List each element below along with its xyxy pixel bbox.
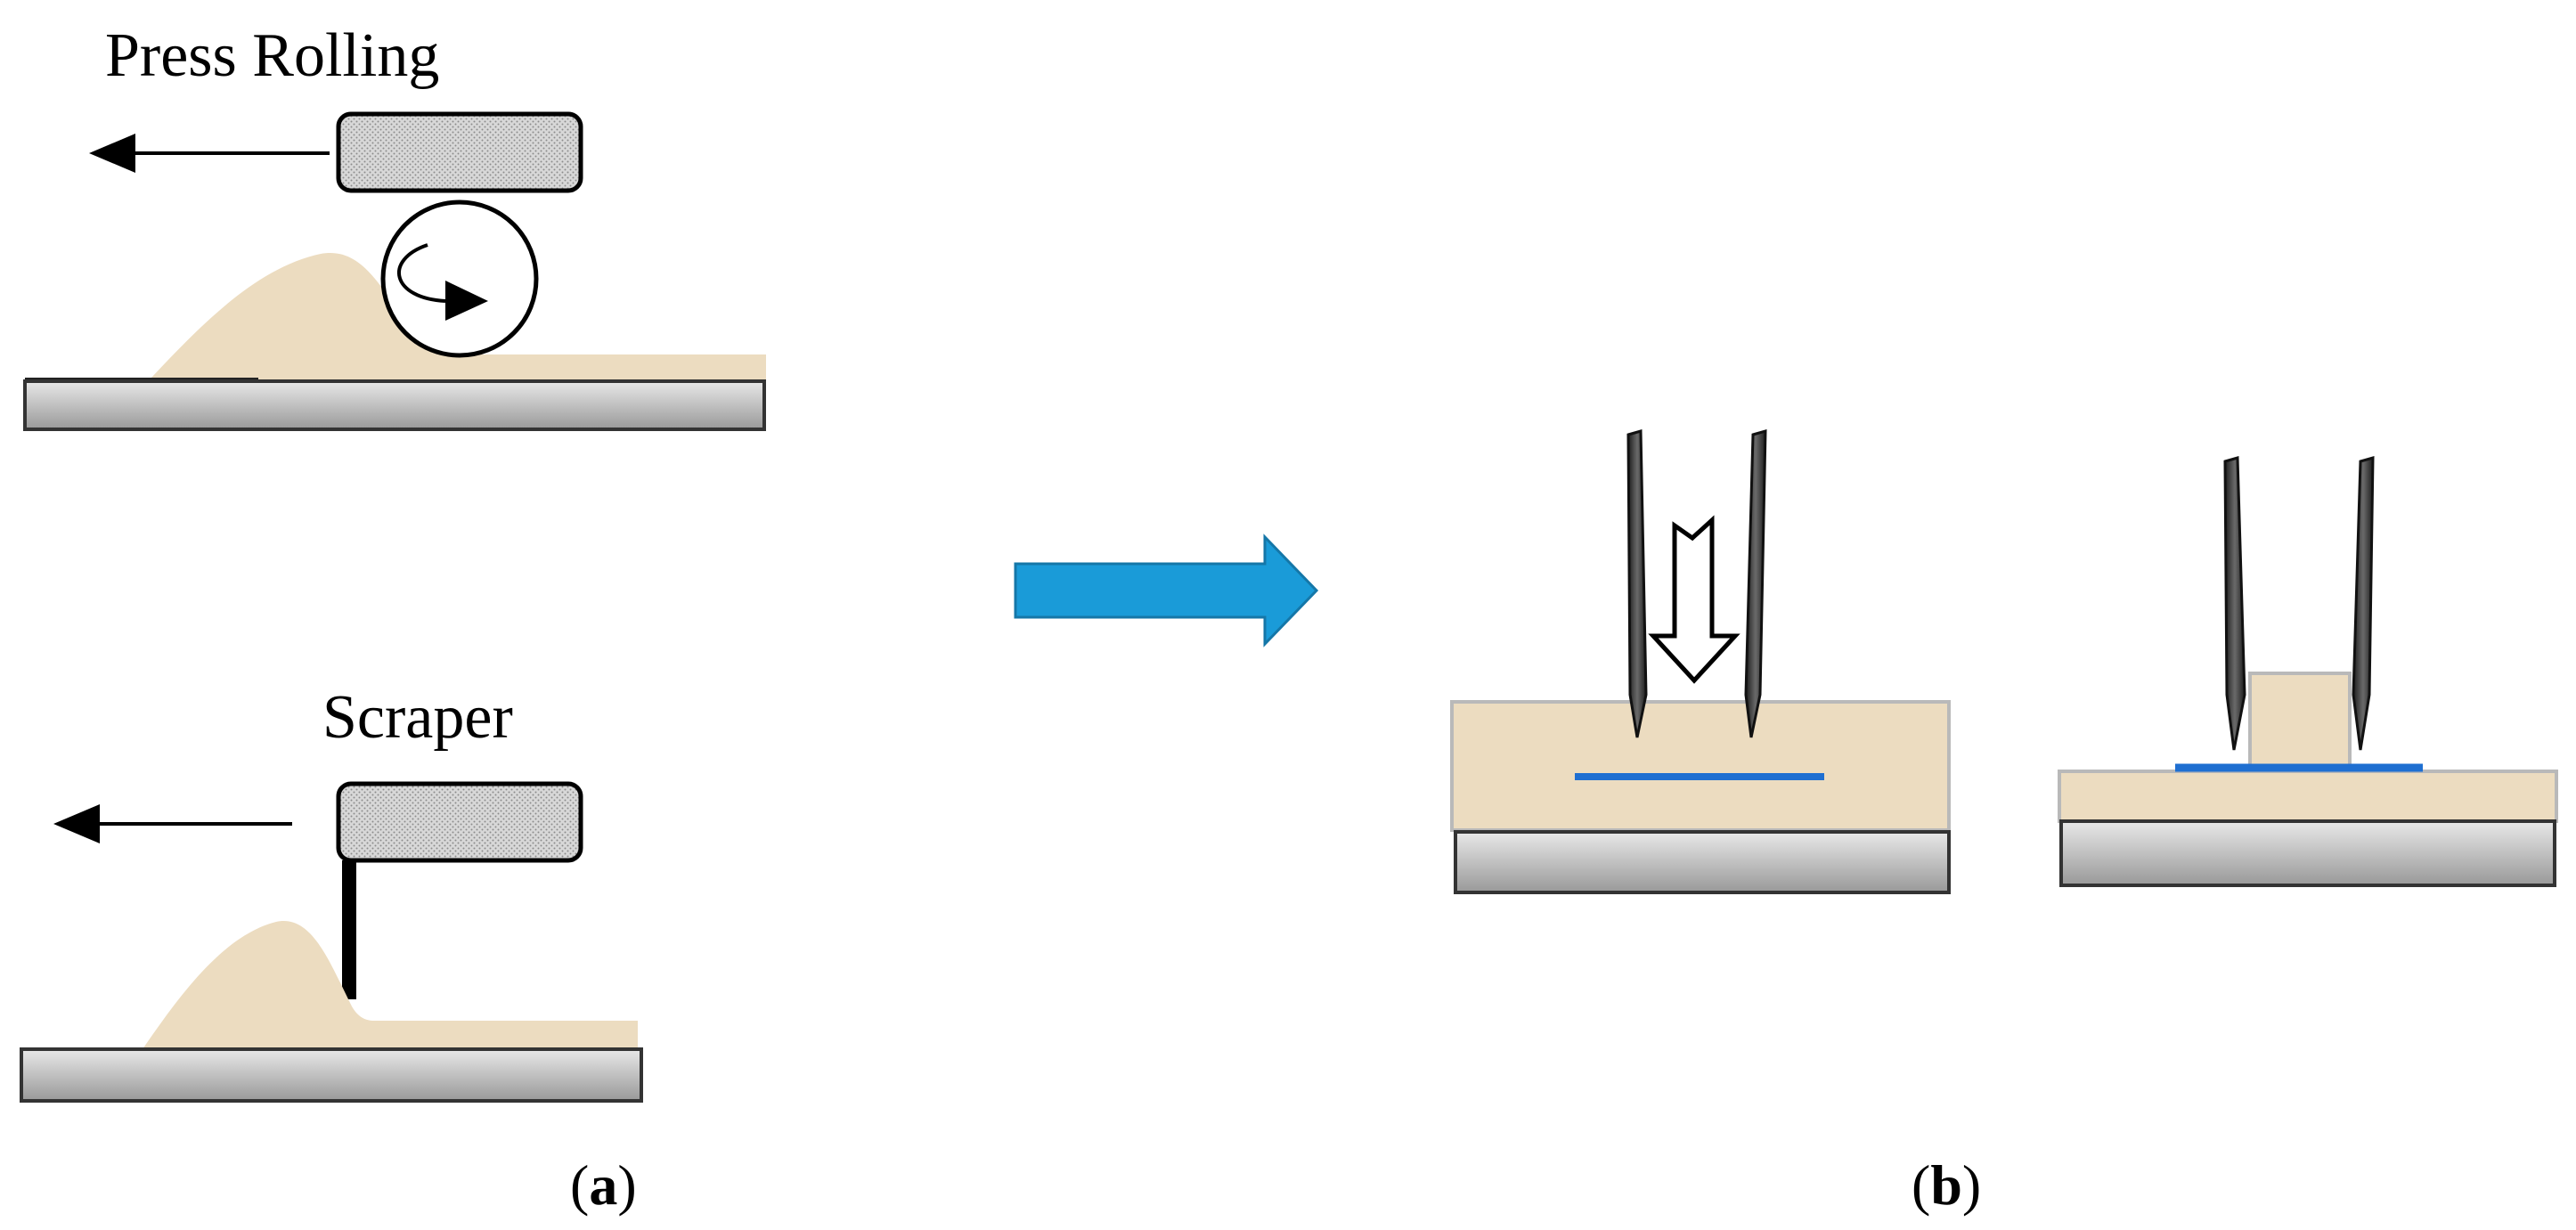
needle-left-result bbox=[2223, 456, 2246, 751]
scraper-direction-arrow bbox=[53, 804, 292, 843]
process-arrow bbox=[1014, 534, 1319, 648]
rotation-arrow-icon bbox=[397, 243, 488, 321]
scraper-group: Scraper bbox=[20, 683, 643, 1103]
powder-bed-thick bbox=[1450, 700, 1951, 832]
press-rolling-group: Press Rolling bbox=[23, 21, 766, 431]
needle-right-result bbox=[2352, 456, 2375, 751]
substrate-b-left bbox=[1454, 830, 1951, 894]
powder-block bbox=[2248, 672, 2352, 771]
substrate-bottom bbox=[20, 1047, 643, 1103]
powder-heap-bottom bbox=[143, 921, 638, 1051]
powder-heap-top bbox=[151, 253, 766, 381]
scraper-blade bbox=[342, 860, 356, 999]
needle-left bbox=[1626, 429, 1648, 738]
roller-circle bbox=[380, 200, 539, 358]
press-rolling-direction-arrow bbox=[89, 134, 330, 173]
powder-bed-thin bbox=[2058, 770, 2558, 823]
substrate-b-right bbox=[2059, 819, 2556, 887]
needle-insertion-group bbox=[1450, 428, 1951, 894]
needle-result-group bbox=[2058, 456, 2558, 887]
caption-b: (b) bbox=[1912, 1153, 1981, 1217]
caption-a: (a) bbox=[570, 1153, 637, 1217]
scraper-label: Scraper bbox=[322, 683, 513, 752]
press-down-arrow-icon bbox=[1648, 515, 1740, 684]
press-rolling-label: Press Rolling bbox=[105, 21, 439, 90]
scraper-holder-block bbox=[336, 781, 583, 863]
substrate-top bbox=[23, 379, 766, 431]
needle-right bbox=[1744, 428, 1767, 738]
roller-holder-block bbox=[336, 111, 583, 193]
